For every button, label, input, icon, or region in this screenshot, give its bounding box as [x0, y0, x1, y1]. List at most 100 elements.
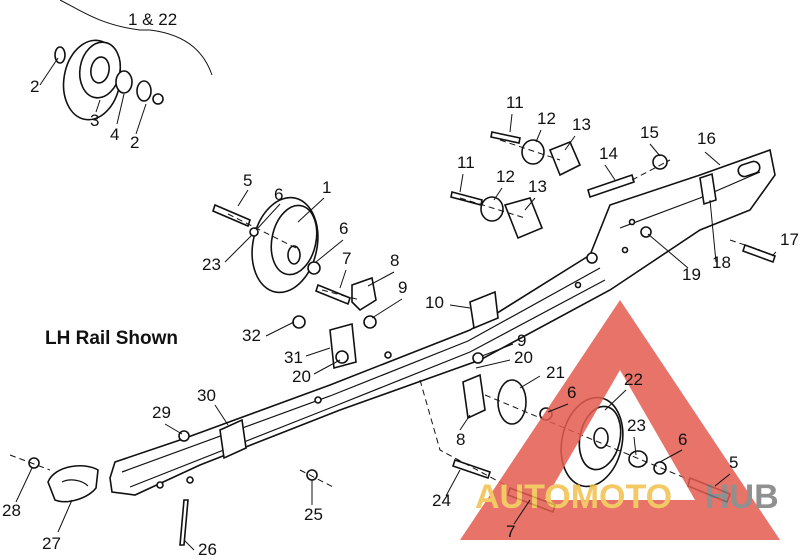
nut-32 — [292, 315, 306, 329]
callout-leader — [297, 197, 325, 223]
callout-label: 12 — [496, 167, 515, 186]
callout-label: 6 — [339, 219, 348, 238]
callout-leader — [164, 423, 183, 435]
nut-28 — [28, 457, 40, 469]
callout-label: 9 — [517, 331, 526, 350]
callout-label: 19 — [682, 265, 701, 284]
wear-block — [219, 418, 247, 460]
callout-label: 12 — [537, 109, 556, 128]
callout-label: 22 — [624, 370, 643, 389]
nut-19-b — [586, 252, 598, 264]
callout-leader — [604, 389, 627, 411]
callout-leader — [509, 113, 513, 133]
callout-label: 13 — [528, 177, 547, 196]
callout-leader — [339, 269, 347, 289]
callout-leader — [15, 467, 33, 503]
callout-label: 6 — [274, 185, 283, 204]
bolt-11-upper — [490, 131, 521, 144]
spacer-12-upper — [521, 139, 545, 165]
nut-15 — [652, 154, 668, 170]
callout-label: 4 — [110, 125, 119, 144]
callout-label: 31 — [284, 348, 303, 367]
callout-label: 5 — [243, 171, 252, 190]
callout-leader — [214, 404, 229, 426]
callout-leader — [265, 321, 295, 337]
callout-label: 23 — [202, 255, 221, 274]
callout-leader — [535, 129, 542, 143]
bolt-26 — [179, 499, 189, 546]
block-13-lower — [503, 197, 544, 240]
callout-leader — [704, 151, 721, 166]
nut-9-lower — [472, 352, 484, 364]
callout-label: 20 — [514, 348, 533, 367]
assembly-lines — [9, 139, 761, 489]
clip-29 — [178, 430, 190, 442]
front-bumper — [47, 464, 99, 503]
callout-leader — [547, 403, 569, 413]
callout-label: 7 — [506, 522, 515, 541]
callout-label: 15 — [640, 123, 659, 142]
callout-leader — [237, 189, 249, 207]
callout-leader — [475, 359, 511, 369]
callout-label: 25 — [304, 505, 323, 524]
bolt-11-lower — [450, 191, 483, 206]
callout-leader — [183, 539, 195, 551]
bracket-18 — [699, 172, 717, 206]
group-bracket — [59, 0, 213, 76]
watermark-logo: AUTOMOTO HUB — [460, 300, 780, 540]
callout-leader — [519, 375, 541, 389]
callout-label: 21 — [546, 363, 565, 382]
callout-leader — [647, 233, 689, 269]
callout-leader — [39, 57, 59, 86]
spacer-12-lower — [480, 196, 504, 222]
callout-label: 32 — [242, 326, 261, 345]
callout-leader — [459, 173, 464, 193]
bolt-17 — [741, 243, 777, 264]
callout-leader — [257, 203, 281, 229]
callout-label: 8 — [390, 251, 399, 270]
group-label: 1 & 22 — [128, 10, 177, 29]
callout-leader — [771, 251, 777, 257]
callout-label: 16 — [697, 129, 716, 148]
callout-leader — [315, 239, 344, 263]
callout-label: 2 — [30, 77, 39, 96]
callout-label: 1 — [322, 178, 331, 197]
idler-wheel-1 — [249, 196, 321, 294]
callout-leader — [709, 199, 717, 263]
callout-leader — [459, 414, 471, 431]
upper-bracket — [351, 276, 377, 312]
callout-label: 20 — [292, 367, 311, 386]
callout-label: 5 — [729, 453, 738, 472]
callout-label: 29 — [152, 403, 171, 422]
callout-label: 23 — [627, 416, 646, 435]
nut-9-upper — [363, 315, 377, 329]
callout-label: 6 — [567, 383, 576, 402]
callout-leader — [445, 469, 461, 497]
callout-label: 13 — [572, 115, 591, 134]
callout-label: 3 — [90, 111, 99, 130]
diagram-title: LH Rail Shown — [45, 328, 178, 349]
callout-leader — [95, 99, 101, 113]
rail-block — [469, 290, 499, 330]
callout-leader — [313, 359, 341, 375]
callout-label: 18 — [712, 253, 731, 272]
callout-label: 2 — [130, 133, 139, 152]
callout-leader — [714, 473, 731, 487]
callout-label: 10 — [425, 293, 444, 312]
callout-leader — [57, 499, 73, 533]
idler-wheel-top — [54, 39, 164, 121]
callout-leader — [135, 103, 147, 135]
spacer-21 — [497, 379, 527, 425]
callout-label: 17 — [780, 230, 799, 249]
callout-leader — [564, 135, 576, 151]
callout-label: 14 — [599, 144, 618, 163]
callout-label: 30 — [197, 386, 216, 405]
callout-label: 7 — [342, 249, 351, 268]
callout-leader — [604, 164, 616, 181]
callout-label: 27 — [42, 534, 61, 553]
callout-label: 11 — [457, 153, 475, 172]
callout-leader — [371, 298, 403, 319]
callout-label: 8 — [456, 430, 465, 449]
